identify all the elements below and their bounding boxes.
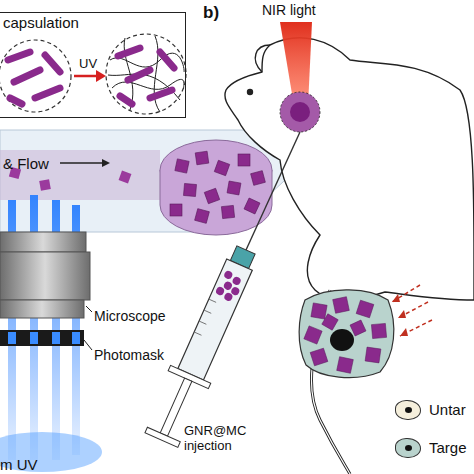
uv-label: UV (79, 57, 97, 72)
syringe (141, 132, 300, 449)
tumor (280, 92, 320, 132)
encapsulation-box: capsulationUV (0, 12, 186, 118)
legend-swatch (395, 400, 421, 420)
uv-arrow (74, 70, 106, 82)
photomask-label: Photomask (94, 347, 164, 363)
cell-nucleus (405, 445, 412, 451)
legend-text: Untar (429, 401, 466, 418)
mouse-outline (225, 38, 474, 474)
panel-letter: b) (203, 3, 219, 23)
microscope-label: Microscope (94, 308, 166, 324)
injection-label: GNR@MC injection (184, 424, 264, 454)
nir-label: NIR light (262, 2, 316, 18)
precursor-circle (0, 40, 71, 112)
photomask (0, 330, 92, 350)
legend-swatch (395, 438, 421, 458)
flow-label: & Flow (3, 155, 49, 172)
microscope-objective (0, 232, 92, 318)
crosslinked-circle (106, 34, 186, 114)
legend-text: Targe (429, 439, 467, 456)
cell-zoom (299, 285, 432, 378)
panel-heading: capsulation (3, 14, 79, 31)
cell-nucleus (405, 407, 412, 413)
microfluidic-channel (0, 130, 285, 235)
uv-source-label: m UV (0, 456, 38, 473)
